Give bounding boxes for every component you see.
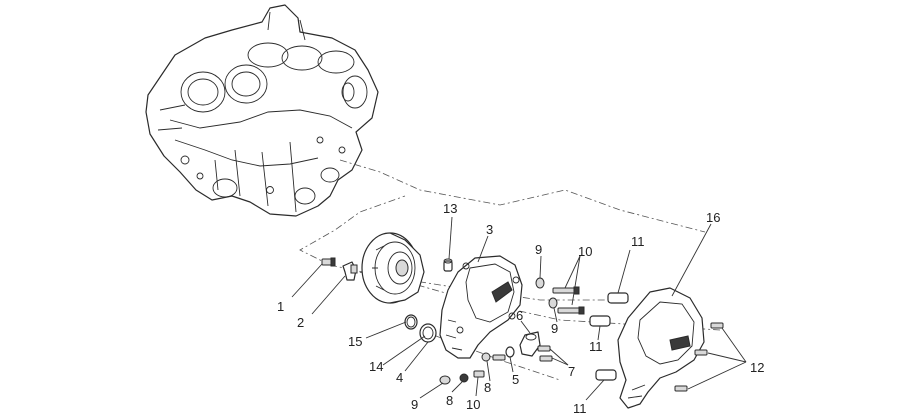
- part-15-o-ring: [404, 314, 418, 330]
- part-13-dowel: [443, 258, 453, 272]
- callout-labels: 1 2 3 4 5 6 7 8 8 9 9 9 10 10 11 11 11 1…: [277, 201, 764, 416]
- part-14-seal: [419, 323, 437, 343]
- callout-11-top: 11: [631, 234, 645, 249]
- callout-4: 4: [396, 370, 403, 385]
- part-8-nut-lower: [459, 373, 469, 383]
- callout-7: 7: [568, 364, 575, 379]
- part-11-spacer-3: [595, 369, 617, 381]
- part-9-washer-upper: [535, 277, 545, 289]
- callout-11-mid: 11: [589, 339, 603, 354]
- callout-10-bottom: 10: [466, 397, 480, 412]
- part-11-spacer-1: [607, 292, 629, 304]
- part-16-outer-cover: [617, 287, 705, 409]
- callout-1: 1: [277, 299, 284, 314]
- callout-12: 12: [750, 360, 764, 375]
- part-12-bolt-3: [674, 385, 688, 392]
- callout-2: 2: [297, 315, 304, 330]
- part-5-o-ring: [505, 346, 515, 358]
- callout-14: 14: [369, 359, 383, 374]
- callout-9-top: 9: [535, 242, 542, 257]
- part-9-washer-mid: [548, 297, 558, 309]
- callout-10-top: 10: [578, 244, 592, 259]
- part-8-washer-lower: [481, 352, 491, 362]
- part-10-bolt-lower: [492, 354, 506, 361]
- callout-9-bottom: 9: [411, 397, 418, 412]
- callout-8-left: 8: [446, 393, 453, 408]
- part-11-spacer-2: [589, 315, 611, 327]
- callout-6: 6: [516, 308, 523, 323]
- callout-3: 3: [486, 222, 493, 237]
- callout-15: 15: [348, 334, 362, 349]
- part-1-bolt: [321, 257, 336, 267]
- part-3-generator-cover: [439, 255, 523, 359]
- part-6-elbow-fitting: [519, 331, 541, 357]
- callout-11-bottom: 11: [573, 401, 587, 416]
- flywheel-rotor: [361, 232, 425, 304]
- part-12-bolt-2: [694, 349, 708, 356]
- part-10-bolt-lower-2: [473, 370, 485, 378]
- part-12-bolt-1: [710, 322, 724, 329]
- engine-crankcase: [145, 4, 379, 217]
- part-7-screws: [537, 345, 553, 362]
- part-9-washer-lower: [439, 375, 451, 385]
- callout-13: 13: [443, 201, 457, 216]
- part-10-long-bolt-2: [557, 306, 585, 315]
- part-2-key: [342, 261, 358, 281]
- leader-lines: [291, 216, 747, 401]
- callout-16: 16: [706, 210, 720, 225]
- callout-5: 5: [512, 372, 519, 387]
- callout-8-right: 8: [484, 380, 491, 395]
- callout-9-mid: 9: [551, 321, 558, 336]
